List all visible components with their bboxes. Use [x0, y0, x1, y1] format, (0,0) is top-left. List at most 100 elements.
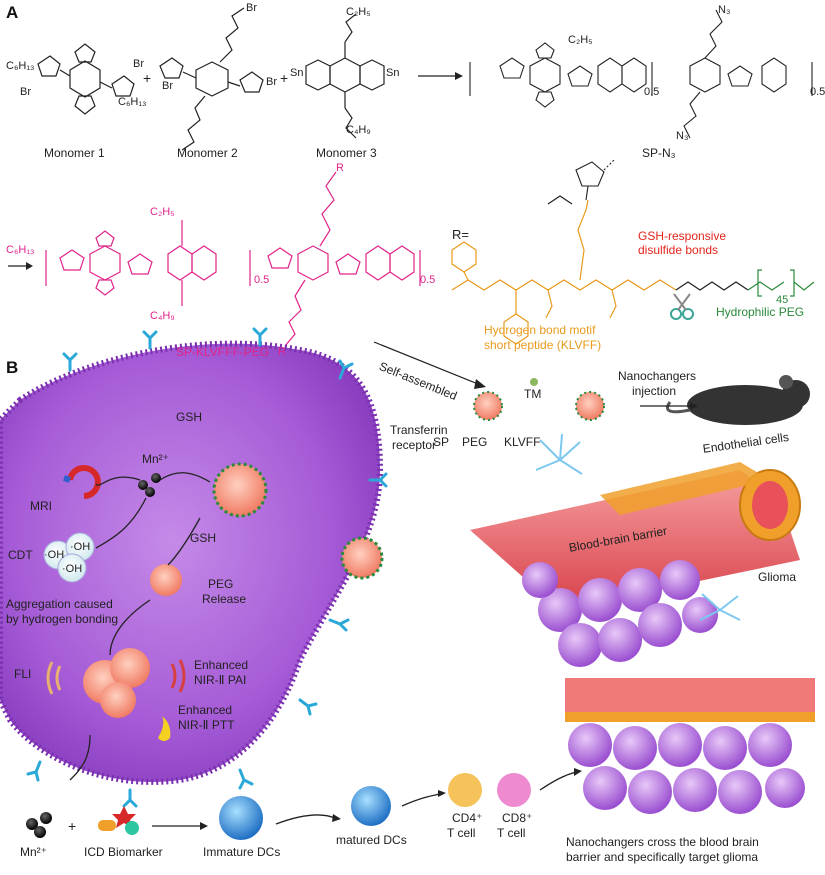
ethyl-label-spn3-a: C₂H₅: [568, 34, 593, 46]
hexyl-label-row2: C₆H₁₃: [6, 244, 35, 256]
cd8-line2: T cell: [497, 826, 526, 840]
gsh-label-1: GSH: [176, 410, 203, 424]
r-label-bottom: R: [278, 346, 286, 358]
glioma-cluster-top: [522, 560, 718, 667]
peg-release-2: Release: [202, 592, 247, 606]
glioma-label: Glioma: [758, 570, 797, 584]
peg-n-label: 45: [776, 294, 789, 306]
butyl-label-m3: C₄H₉: [346, 124, 371, 136]
injection-arrow: [640, 402, 698, 410]
enhanced-pai-2: NIR-Ⅱ PAI: [194, 673, 247, 687]
ethyl-label-row2-a: C₂H₅: [150, 206, 175, 218]
r-label-top: R: [336, 162, 344, 174]
mn-ions: [138, 473, 161, 497]
glioma-cluster-bottom: [568, 723, 805, 814]
cd4-line1: CD4⁺: [452, 811, 483, 825]
long-arrow-row2: [8, 262, 33, 270]
oh-label-2: ·OH: [70, 541, 91, 553]
azide-label-bottom: N₃: [676, 130, 689, 142]
br-label-5: Br: [246, 2, 257, 14]
plus-sign-2: +: [280, 70, 289, 86]
gsh-responsive-line1: GSH-responsive: [638, 229, 727, 243]
frac-label-row2-a: 0.5: [254, 274, 270, 286]
r-group-peptide: [451, 199, 677, 345]
cd8-line1: CD8⁺: [502, 811, 533, 825]
br-label-4: Br: [266, 76, 277, 88]
cross-bbb-line1: Nanochangers cross the blood brain: [566, 835, 759, 849]
process-arrows: [69, 472, 211, 781]
enhanced-pai-1: Enhanced: [194, 658, 249, 672]
hydroxyl-radicals: [43, 532, 95, 583]
frac-label-spn3-2: 0.5: [810, 86, 825, 98]
injection-line2: injection: [632, 384, 677, 398]
cdt-label: CDT: [8, 548, 33, 562]
polymer-name: SP-KLVFFF-PEG: [176, 345, 270, 359]
gsh-label-2: GSH: [190, 531, 217, 545]
br-label-1: Br: [20, 86, 31, 98]
br-label-3: Br: [162, 80, 173, 92]
transferrin-receptors: [26, 327, 388, 808]
hexyl-label-2: C₆H₁₃: [118, 96, 147, 108]
azide-label-top: N₃: [718, 4, 731, 16]
monomer-2-structure: [159, 7, 264, 151]
sp-klvff-peg-structure: [45, 171, 421, 347]
transferrin-label-2: receptor: [392, 438, 437, 452]
tm-label: TM: [524, 387, 542, 401]
fli-label: FLI: [14, 667, 32, 681]
icd-label: ICD Biomarker: [84, 845, 163, 859]
aggregation-line2: by hydrogen bonding: [6, 612, 119, 626]
injection-line1: Nanochangers: [618, 369, 697, 383]
nanoparticle-in-cell: [150, 462, 384, 596]
r-equals-label: R=: [452, 227, 469, 242]
r-group-linker: [547, 195, 749, 291]
aggregated-nanoparticles: [83, 648, 150, 718]
enhanced-ptt-2: NIR-Ⅱ PTT: [178, 718, 235, 732]
r-group-peg: [747, 269, 815, 297]
r-group-triazole: [575, 159, 615, 201]
monomer-3-structure: [305, 13, 385, 139]
mn-label: Mn²⁺: [142, 452, 169, 466]
sp-n3-label: SP-N₃: [642, 146, 676, 160]
plus-sign-1: +: [143, 70, 152, 86]
scissors-icon: [670, 293, 694, 320]
butyl-label-row2-a: C₄H₉: [150, 310, 175, 322]
vessel-cross-section: [565, 678, 815, 722]
panel-a-label: A: [6, 3, 19, 22]
ethyl-label-m3: C₂H₅: [346, 6, 371, 18]
frac-label-spn3: 0.5: [644, 86, 660, 98]
panel-b-label: B: [6, 358, 19, 377]
sn-label-2: Sn: [386, 67, 400, 79]
hexyl-label-1: C₆H₁₃: [6, 60, 35, 72]
aggregation-line1: Aggregation caused: [6, 597, 113, 611]
hbond-motif-line1: Hydrogen bond motif: [484, 323, 596, 337]
br-label-2: Br: [133, 58, 144, 70]
monomer-2-label: Monomer 2: [177, 146, 238, 160]
signal-waves: [46, 659, 186, 695]
gsh-responsive-line2: disulfide bonds: [638, 243, 719, 257]
legend-klvff: KLVFF: [504, 435, 541, 449]
magnet-icon: [63, 465, 101, 499]
monomer-3-label: Monomer 3: [316, 146, 377, 160]
nanoparticle-legend: [473, 391, 503, 421]
matured-dcs-label: matured DCs: [336, 833, 407, 847]
legend-peg: PEG: [462, 435, 488, 449]
plus-bottom: +: [68, 818, 77, 834]
immature-dcs-label: Immature DCs: [203, 845, 281, 859]
cross-bbb-line2: barrier and specifically target glioma: [566, 850, 759, 864]
transferrin-label-1: Transferrin: [390, 423, 448, 437]
peg-release-1: PEG: [208, 577, 234, 591]
mri-label: MRI: [30, 499, 52, 513]
legend-sp: SP: [433, 435, 450, 449]
flame-icon: [158, 716, 171, 741]
self-assembled-arrow: [373, 341, 486, 389]
cd4-line2: T cell: [447, 826, 476, 840]
hbond-motif-line2: short peptide (KLVFF): [484, 338, 602, 352]
oh-label-3: ·OH: [62, 563, 83, 575]
astrocytes: [535, 433, 741, 621]
enhanced-ptt-1: Enhanced: [178, 703, 233, 717]
sp-n3-structure: [469, 9, 813, 139]
frac-label-row2-b: 0.5: [420, 274, 436, 286]
monomer-1-structure: [37, 43, 135, 115]
